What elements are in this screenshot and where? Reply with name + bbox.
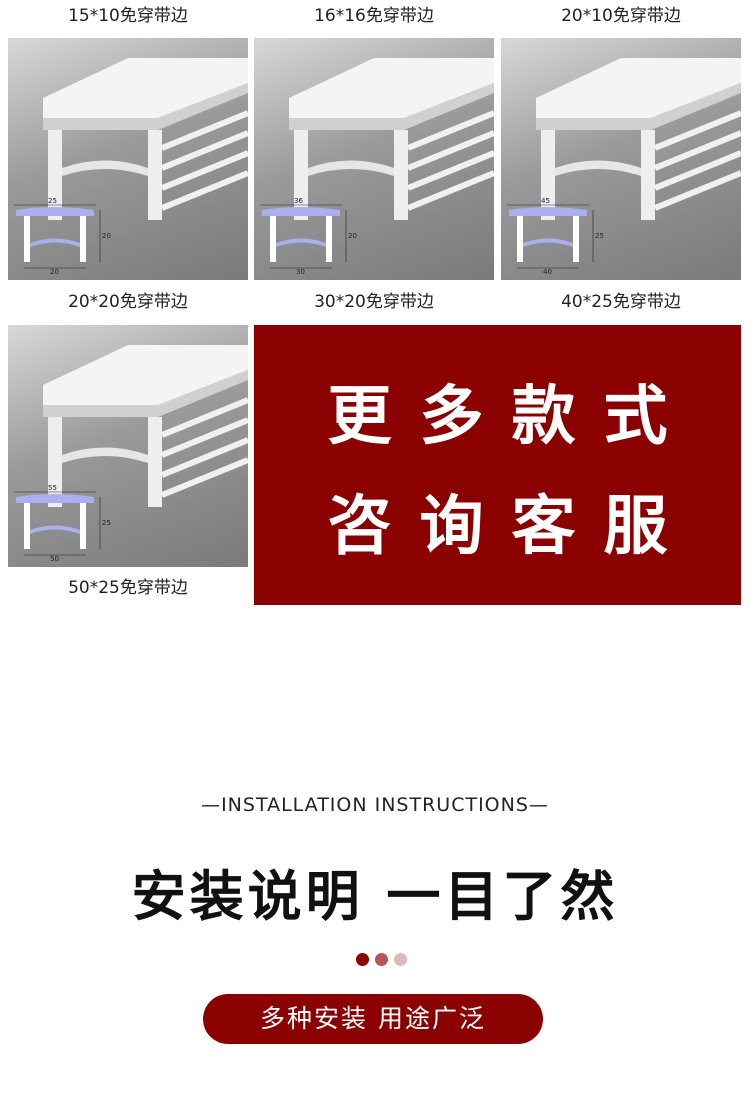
- dim-height: 20: [102, 232, 111, 240]
- dim-height: 20: [348, 232, 357, 240]
- dim-top: 25: [48, 197, 57, 205]
- cross-section-diagram: 55 25 50: [14, 484, 111, 563]
- promo-line-2: 咨询客服: [327, 490, 696, 564]
- dim-bottom: 30: [296, 268, 305, 276]
- cross-section-diagram: 36 20 30: [260, 197, 357, 276]
- profile-3d: [43, 58, 248, 220]
- product-label: 15*10免穿带边: [68, 6, 188, 26]
- feature-pill: 多种安装 用途广泛: [203, 994, 543, 1044]
- promo-line-1: 更多款式: [327, 380, 696, 454]
- dim-height: 25: [595, 232, 604, 240]
- dim-top: 55: [48, 484, 57, 492]
- product-label: 20*20免穿带边: [68, 292, 188, 312]
- product-label: 20*10免穿带边: [561, 6, 681, 26]
- dim-bottom: 20: [50, 268, 59, 276]
- product-image: 36 20 30: [254, 38, 494, 280]
- profile-3d: [43, 345, 248, 507]
- cross-section-diagram: 25 20 20: [14, 197, 111, 276]
- dot: [375, 953, 388, 966]
- product-label: 50*25免穿带边: [68, 578, 188, 598]
- product-label: 30*20免穿带边: [314, 292, 434, 312]
- dim-height: 25: [102, 519, 111, 527]
- cross-section-diagram: 45 25 40: [507, 197, 604, 276]
- dim-bottom: 40: [543, 268, 552, 276]
- product-image: 55 25 50: [8, 325, 248, 567]
- promo-banner: 更多款式 咨询客服: [254, 325, 741, 605]
- dim-top: 45: [541, 197, 550, 205]
- product-image: 45 25 40: [501, 38, 741, 280]
- dim-bottom: 50: [50, 555, 59, 563]
- section-subtitle: —INSTALLATION INSTRUCTIONS—: [201, 794, 549, 816]
- profile-3d: [536, 58, 741, 220]
- dot: [394, 953, 407, 966]
- dim-top: 36: [294, 197, 303, 205]
- product-label: 40*25免穿带边: [561, 292, 681, 312]
- dot: [356, 953, 369, 966]
- product-label: 16*16免穿带边: [314, 6, 434, 26]
- dots-decoration: [356, 953, 407, 966]
- profile-3d: [289, 58, 494, 220]
- section-title: 安装说明 一目了然: [131, 865, 619, 928]
- product-image: 25 20 20: [8, 38, 248, 280]
